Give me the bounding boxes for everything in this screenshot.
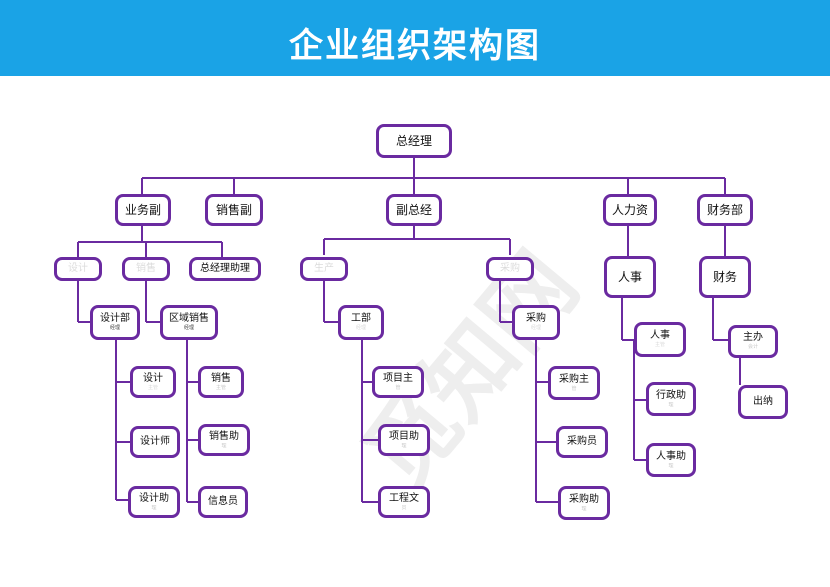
node-purchase-unit: 采购 xyxy=(486,257,534,281)
node-design-unit: 设计 xyxy=(54,257,102,281)
node-chief-accountant: 主办会计 xyxy=(728,325,778,358)
node-design-assistant: 设计助理 xyxy=(128,486,180,518)
node-personnel: 人事 xyxy=(604,256,656,298)
node-production-unit: 生产 xyxy=(300,257,348,281)
node-purchaser: 采购员 xyxy=(556,426,608,458)
node-information-officer: 信息员 xyxy=(198,486,248,518)
node-purchase-assistant: 采购助理 xyxy=(558,486,610,520)
node-project-assistant: 项目助理 xyxy=(378,424,430,456)
node-purchase-dept-manager: 采购经理 xyxy=(512,305,560,340)
node-engineering-clerk: 工程文员 xyxy=(378,486,430,518)
node-hr-resources: 人力资 xyxy=(603,194,657,226)
node-business-vp: 业务副 xyxy=(115,194,171,226)
node-design-dept-manager: 设计部经理 xyxy=(90,305,140,340)
node-design-supervisor: 设计主管 xyxy=(130,366,176,398)
node-sales-assistant: 销售助理 xyxy=(198,424,250,456)
node-cashier: 出纳 xyxy=(738,385,788,419)
node-sales-unit: 销售 xyxy=(122,257,170,281)
node-designer: 设计师 xyxy=(130,426,180,458)
node-finance: 财务 xyxy=(699,256,751,298)
node-deputy-gm: 副总经 xyxy=(386,194,442,226)
node-sales-vp: 销售副 xyxy=(205,194,263,226)
node-project-supervisor: 项目主管 xyxy=(372,366,424,398)
node-gm-assistant: 总经理助理 xyxy=(189,257,261,281)
node-purchase-supervisor: 采购主管 xyxy=(548,366,600,400)
page-title: 企业组织架构图 xyxy=(289,26,541,66)
node-hr-supervisor: 人事主管 xyxy=(634,322,686,357)
node-hr-assistant: 人事助理 xyxy=(646,443,696,477)
node-finance-dept: 财务部 xyxy=(697,194,753,226)
node-region-sales-manager: 区域销售经理 xyxy=(160,305,218,340)
node-admin-assistant: 行政助理 xyxy=(646,382,696,416)
node-works-dept-manager: 工部经理 xyxy=(338,305,384,340)
node-sales-supervisor: 销售主管 xyxy=(198,366,244,398)
title-banner xyxy=(0,0,830,76)
node-general-manager: 总经理 xyxy=(376,124,452,158)
